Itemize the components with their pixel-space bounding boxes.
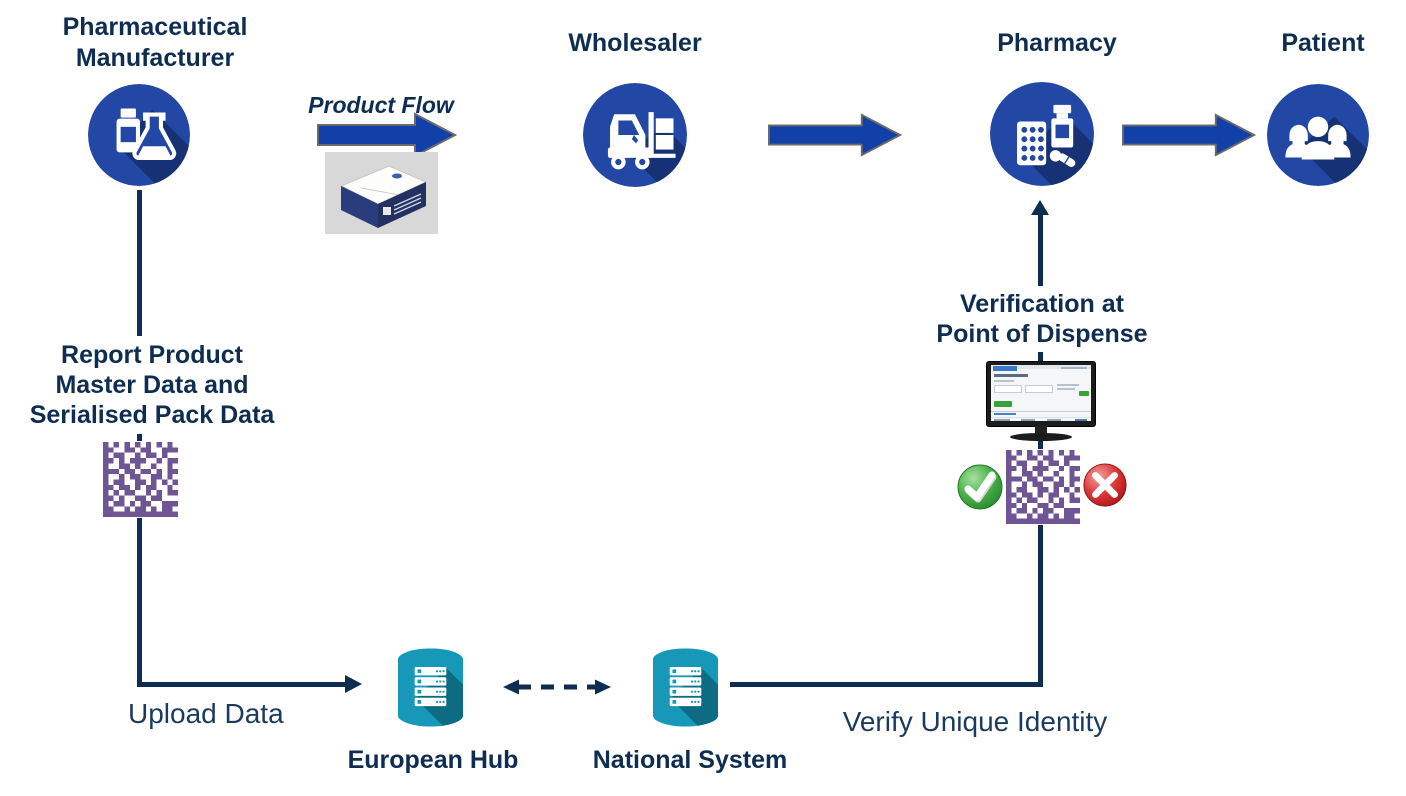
manufacturer-node <box>88 84 190 186</box>
upload-data-line <box>137 682 345 687</box>
wholesaler-label: Wholesaler <box>568 29 702 57</box>
medicine-box-image <box>325 152 438 234</box>
pharmacy-to-patient-arrow <box>1122 113 1256 157</box>
verification-monitor-image <box>986 361 1096 443</box>
report-data-line1: Report Product <box>61 341 243 369</box>
server-database-icon <box>414 667 447 707</box>
patient-node <box>1267 84 1369 186</box>
dispense-verification-arrowhead <box>1031 200 1049 215</box>
monitor-base <box>1010 433 1072 441</box>
manufacturer-label-line2: Manufacturer <box>75 44 235 72</box>
cross-icon <box>1083 463 1127 507</box>
manufacturer-label-line1: Pharmaceutical <box>62 13 248 41</box>
upload-data-arrowhead <box>345 675 362 693</box>
report-data-label: Report Product Master Data and Serialise… <box>22 336 282 434</box>
wholesaler-node <box>583 83 687 187</box>
monitor-stand <box>1035 426 1047 434</box>
product-flow-label: Product Flow <box>308 92 454 118</box>
european-hub-label: European Hub <box>347 746 519 774</box>
european-hub-node <box>397 648 464 727</box>
medicines-icon <box>1017 104 1076 168</box>
hub-sync-dashed-arrow <box>503 679 611 695</box>
report-data-line3: Serialised Pack Data <box>29 401 275 429</box>
verify-unique-identity-label: Verify Unique Identity <box>842 706 1108 737</box>
report-data-line2: Master Data and <box>55 371 249 399</box>
server-database-icon <box>669 667 702 707</box>
check-icon <box>957 464 1003 510</box>
manufacturer-data-line <box>137 190 142 687</box>
flask-and-pill-bottle-icon <box>116 108 177 160</box>
datamatrix-barcode-manufacturer <box>102 441 179 518</box>
national-system-label: National System <box>592 746 788 774</box>
national-system-node <box>652 648 719 727</box>
verify-identity-line-horizontal <box>730 682 1043 687</box>
verification-label-line2: Point of Dispense <box>936 320 1148 348</box>
forklift-icon <box>607 112 676 170</box>
datamatrix-barcode-dispense <box>1005 449 1081 525</box>
pharmacy-node <box>990 82 1094 186</box>
upload-data-label: Upload Data <box>128 698 284 729</box>
manufacturer-label: Pharmaceutical Manufacturer <box>40 12 270 74</box>
wholesaler-to-pharmacy-arrow <box>768 113 902 157</box>
people-group-icon <box>1285 116 1351 160</box>
verification-label-line1: Verification at <box>960 290 1124 318</box>
patient-label: Patient <box>1281 29 1365 57</box>
monitor-screen <box>986 361 1096 427</box>
product-flow-arrow <box>317 112 457 158</box>
pharmacy-label: Pharmacy <box>997 29 1117 57</box>
verification-label: Verification at Point of Dispense <box>928 286 1156 352</box>
